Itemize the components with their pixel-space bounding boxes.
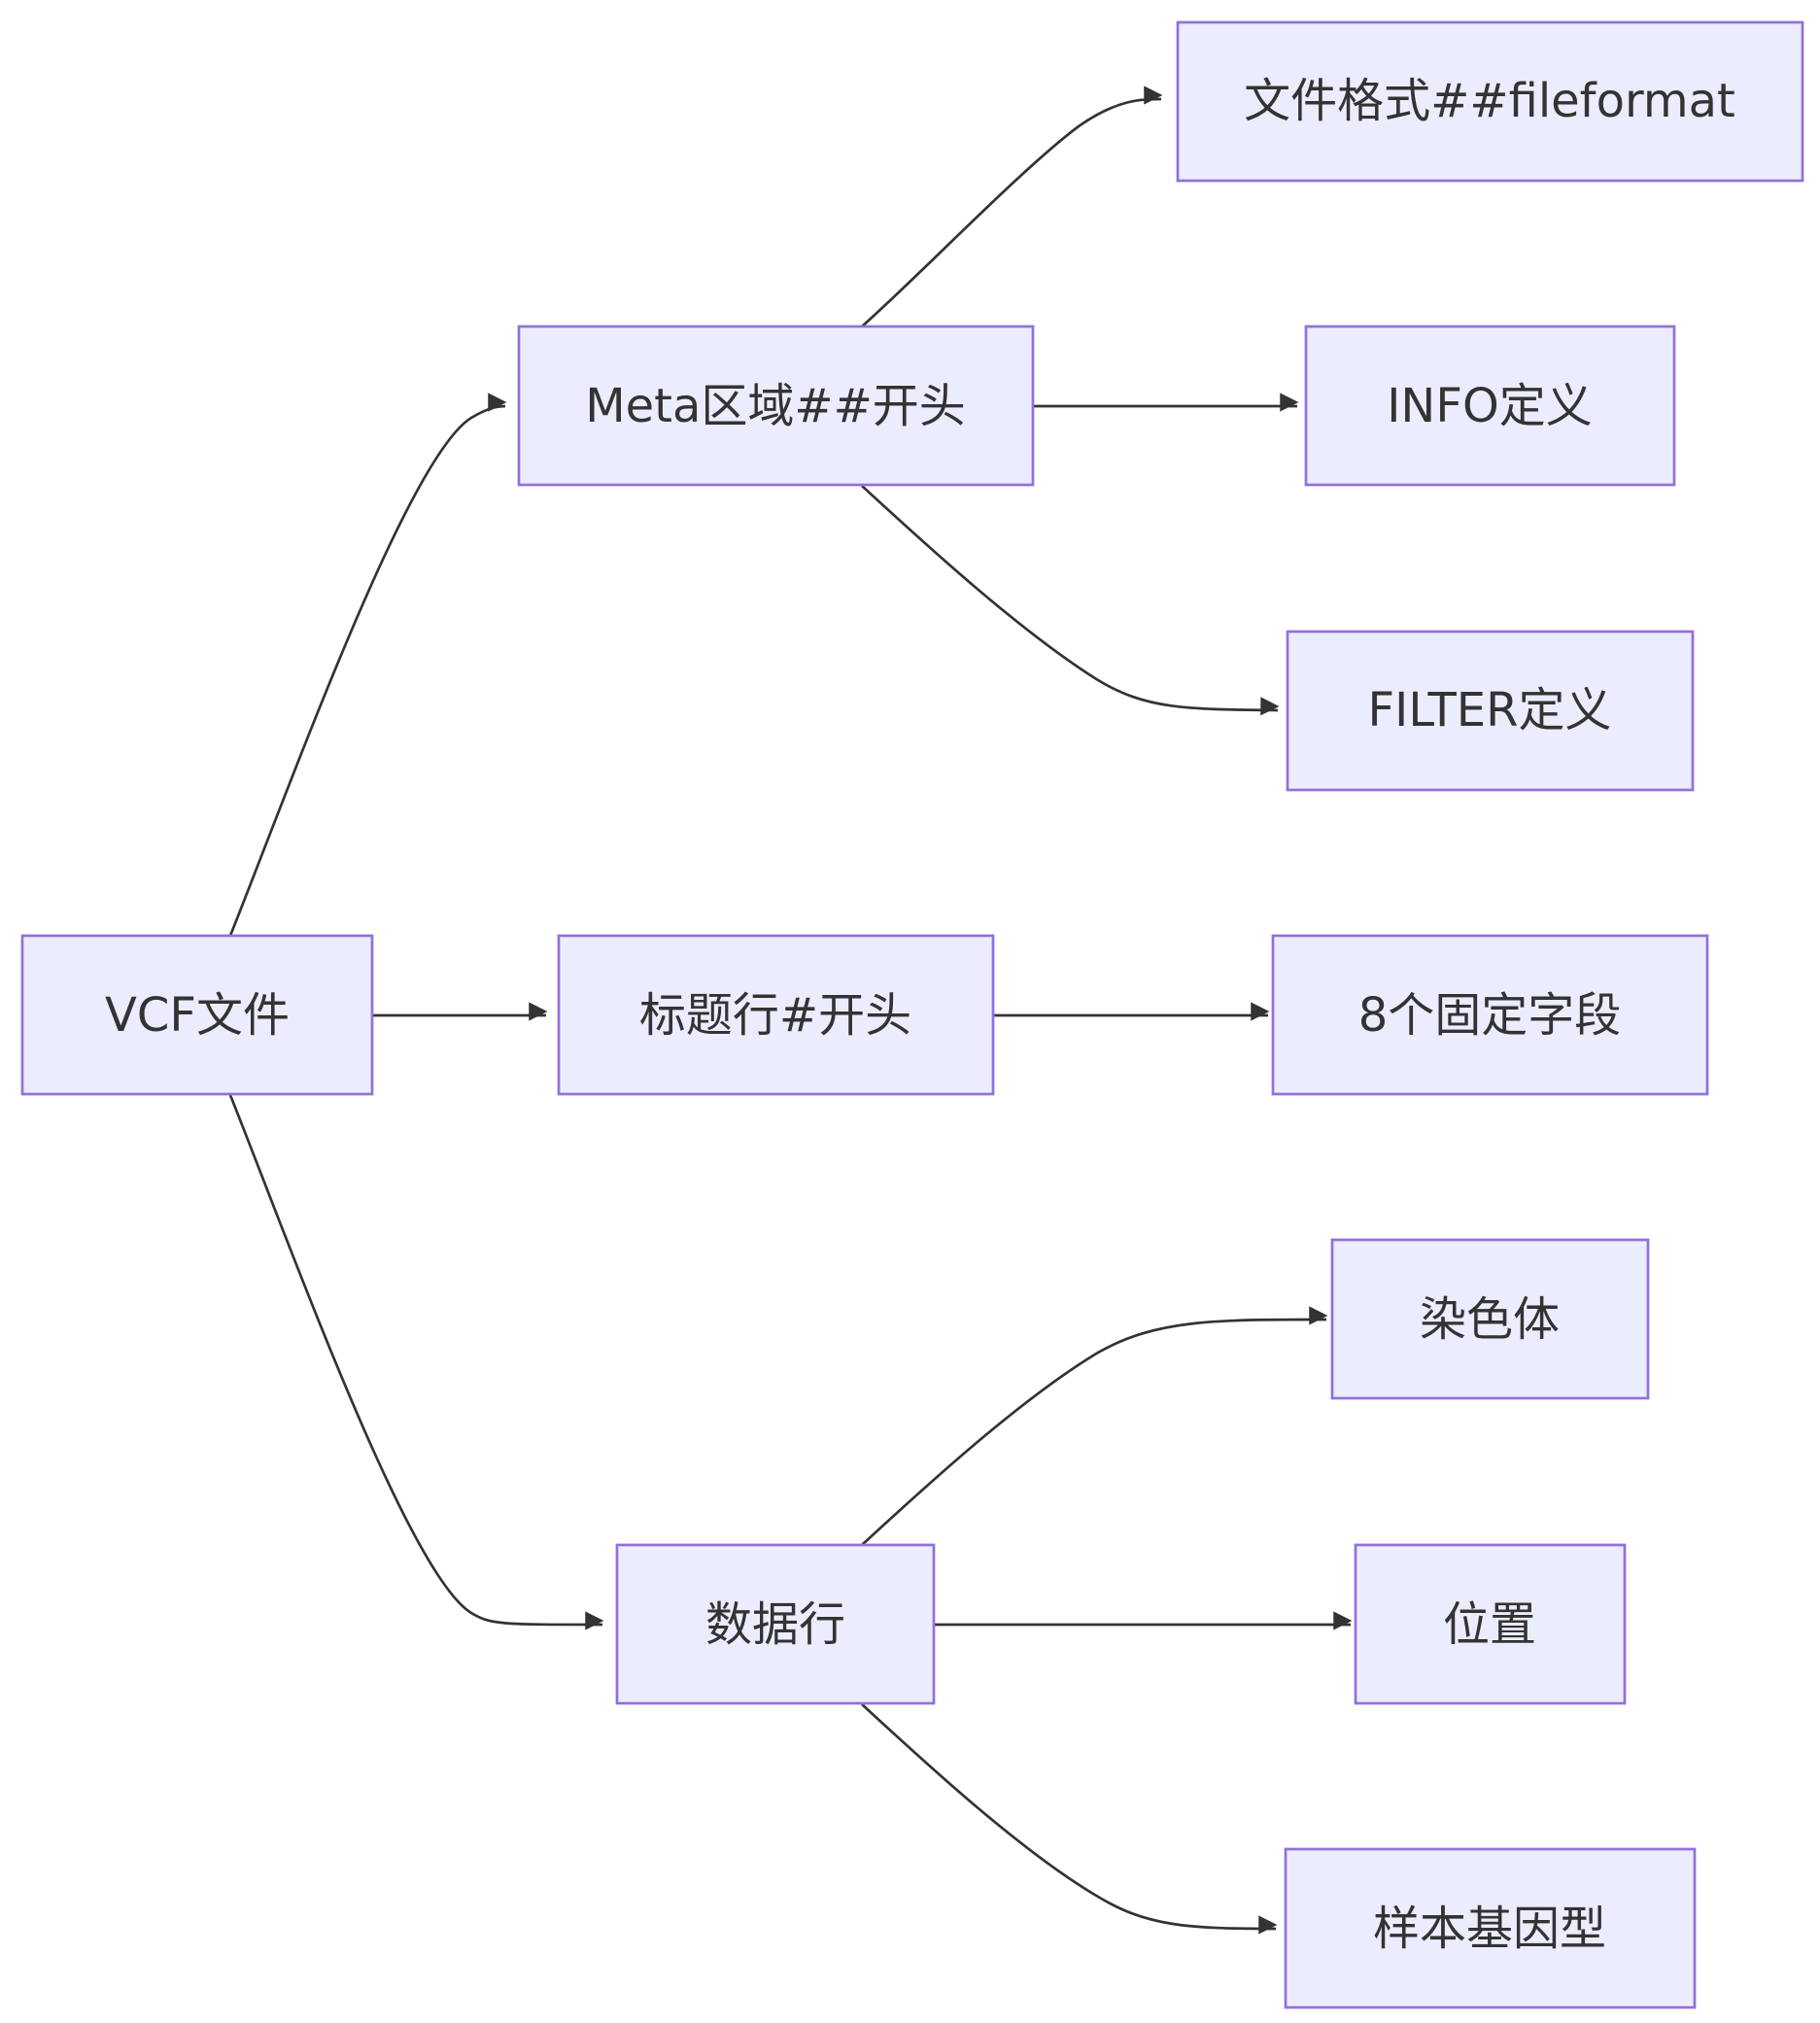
node-info-definition: INFO定义 — [1304, 325, 1676, 487]
node-chromosome-label: 染色体 — [1420, 1292, 1560, 1347]
edge-vcf-to-meta — [228, 393, 507, 937]
edge-data-to-chrom — [861, 1306, 1328, 1546]
edge-meta-to-fileformat — [861, 86, 1163, 328]
node-meta-region: Meta区域##开头 — [517, 325, 1035, 487]
node-header-line-label: 标题行#开头 — [639, 988, 911, 1043]
node-vcf-file-label: VCF文件 — [105, 988, 290, 1043]
node-position: 位置 — [1354, 1543, 1627, 1705]
node-vcf-file: VCF文件 — [20, 934, 374, 1096]
edge-vcf-to-data — [228, 1094, 604, 1630]
node-chromosome: 染色体 — [1330, 1238, 1650, 1400]
node-filter-definition-label: FILTER定义 — [1368, 683, 1612, 737]
nodes: VCF文件 Meta区域##开头 标题行#开头 数据行 文件格式##filefo… — [20, 20, 1804, 2009]
node-data-line: 数据行 — [615, 1543, 936, 1705]
node-sample-genotype: 样本基因型 — [1284, 1847, 1697, 2009]
node-fixed-fields: 8个固定字段 — [1271, 934, 1709, 1096]
edge-data-to-genotype — [861, 1703, 1278, 1935]
edges — [228, 86, 1353, 1935]
node-header-line: 标题行#开头 — [557, 934, 995, 1096]
node-meta-region-label: Meta区域##开头 — [585, 379, 966, 433]
edge-meta-to-filter — [861, 485, 1280, 716]
node-fixed-fields-label: 8个固定字段 — [1358, 988, 1622, 1043]
node-sample-genotype-label: 样本基因型 — [1373, 1902, 1606, 1956]
node-info-definition-label: INFO定义 — [1387, 379, 1592, 433]
node-position-label: 位置 — [1443, 1597, 1536, 1652]
node-data-line-label: 数据行 — [705, 1597, 845, 1652]
node-fileformat: 文件格式##fileformat — [1176, 20, 1804, 183]
node-fileformat-label: 文件格式##fileformat — [1244, 74, 1735, 128]
node-filter-definition: FILTER定义 — [1286, 630, 1695, 792]
